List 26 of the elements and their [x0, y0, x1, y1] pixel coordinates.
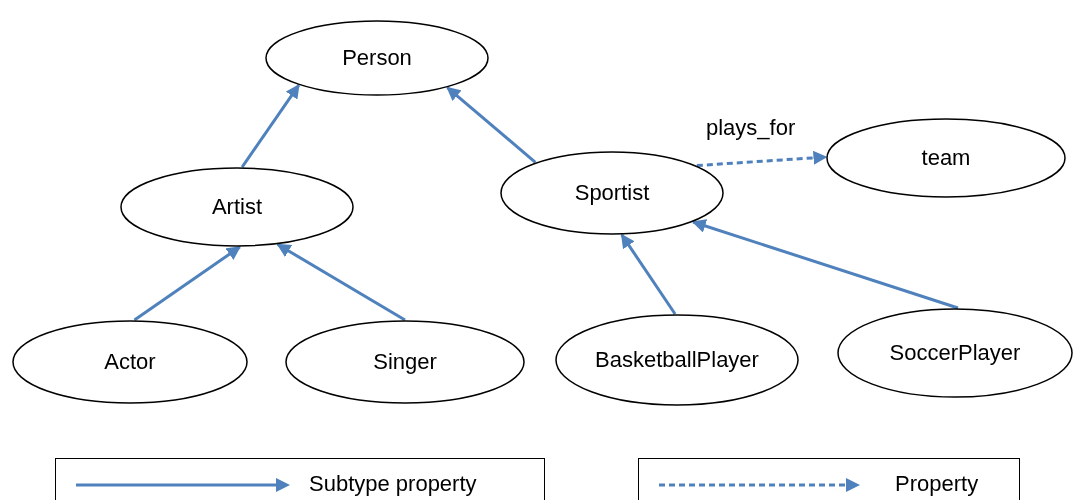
ellipse-node: [837, 308, 1073, 398]
arrow: [691, 219, 959, 310]
node-label: SoccerPlayer: [889, 339, 1021, 367]
ellipse-node: [120, 167, 354, 247]
ellipse-node: [285, 320, 525, 404]
arrow: [276, 243, 406, 322]
ellipse-node: [500, 151, 724, 235]
node-label: Person: [342, 44, 412, 72]
ellipse-node: [12, 320, 248, 404]
legend-label: Subtype property: [309, 470, 477, 498]
node-label: BasketballPlayer: [595, 346, 759, 374]
node-label: Sportist: [574, 179, 650, 207]
arrow: [133, 245, 241, 322]
node-label: Artist: [211, 193, 263, 221]
node-label: Singer: [373, 348, 437, 376]
ellipse-node: [555, 314, 799, 406]
node-label: Actor: [104, 348, 156, 376]
ellipse-node: [826, 118, 1066, 198]
legend-label: Property: [895, 470, 979, 498]
node-label: team: [921, 144, 971, 172]
ellipse-node: [265, 20, 489, 96]
arrow: [446, 86, 537, 164]
arrow: [240, 84, 301, 168]
arrow: [696, 150, 828, 168]
edge-label: plays_for: [706, 117, 796, 139]
arrow: [620, 233, 677, 315]
